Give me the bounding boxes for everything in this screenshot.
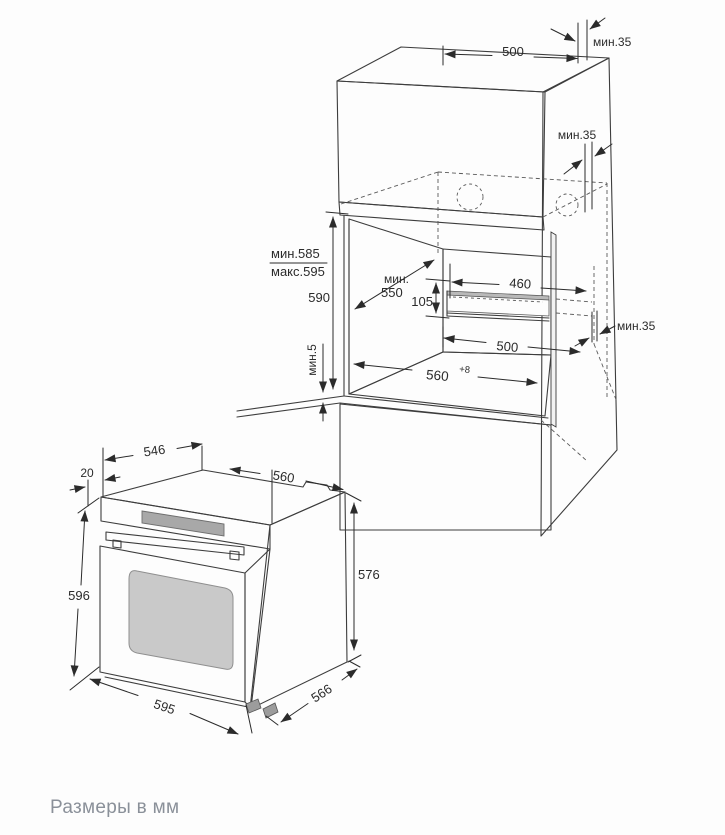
dim-label-rear-clearance: мин.35	[617, 319, 656, 333]
upper-cabinet-top-face	[336, 46, 610, 93]
oven-handle	[105, 531, 245, 556]
dim-label-top-width: 500	[502, 44, 524, 59]
vent-hole-icon	[555, 193, 579, 217]
dim-label-top-clearance: мин.35	[593, 35, 632, 49]
oven-display	[141, 510, 225, 537]
dim-label-niche-width-tolerance: +8	[459, 364, 471, 376]
dim-label-body-height: 576	[358, 567, 380, 582]
upper-cabinet-front-face	[336, 80, 546, 218]
dim-label-front-height: 596	[68, 588, 90, 603]
upper-cabinet-bottom-strip	[338, 201, 545, 231]
dim-label-side-clearance: мин.35	[558, 128, 597, 142]
dim-label-recess-width: 460	[509, 275, 531, 291]
dim-label-top-depth: 560	[272, 467, 296, 485]
dim-label-facade-offset: 20	[80, 466, 94, 480]
dim-label-recess-back-width: 500	[496, 338, 519, 355]
oven-foot	[245, 698, 262, 714]
oven-body-edge	[244, 548, 271, 709]
dim-label-recess-height: 105	[411, 294, 433, 309]
oven-foot	[262, 702, 279, 719]
lower-cabinet-front	[339, 403, 552, 531]
oven-handle-bracket	[229, 550, 240, 561]
dim-label-front-height: 590	[308, 290, 330, 305]
dim-label-niche-width: 560	[426, 367, 450, 384]
dim-label-body-depth: 566	[308, 681, 334, 705]
oven-dimensions: 546 20 560 596 576	[68, 442, 380, 735]
dim-label-niche-height-min: мин.585	[271, 246, 320, 261]
dim-label-front-width: 595	[152, 696, 177, 717]
hidden-edges	[340, 171, 618, 462]
oven-door	[99, 545, 246, 703]
cabinet-dimensions: 500 мин.35 мин.35 мин.585 макс.595 590	[269, 17, 656, 422]
oven-side-face	[249, 491, 348, 710]
dim-label-niche-height-max: макс.595	[271, 264, 325, 279]
dim-label-depth-min-value: 550	[381, 285, 403, 300]
oven-control-panel	[100, 496, 271, 550]
cabinet-diagram: 500 мин.35 мин.35 мин.585 макс.595 590	[236, 17, 656, 537]
oven-handle-bracket	[112, 539, 122, 549]
back-wall-recess	[446, 290, 550, 322]
dim-label-floor-clearance: мин.5	[305, 344, 319, 376]
dim-label-top-rear-width: 546	[143, 442, 167, 460]
vent-hole-icon	[456, 183, 484, 211]
units-caption: Размеры в мм	[50, 797, 179, 818]
oven-door-window	[128, 570, 234, 670]
cabinet-right-edge	[550, 231, 557, 428]
dim-label-depth-min-prefix: мин.	[384, 272, 409, 286]
oven-diagram: 546 20 560 596 576	[68, 442, 380, 735]
niche-floor	[348, 351, 552, 417]
